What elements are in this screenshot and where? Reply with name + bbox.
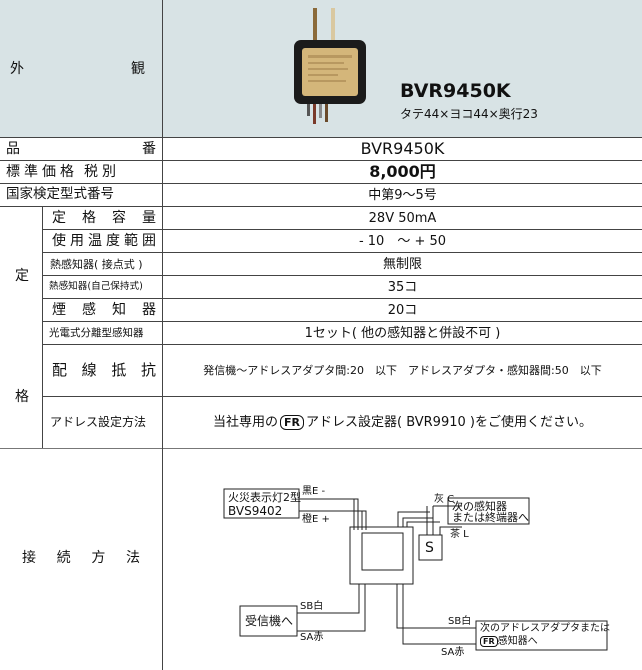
wire-orange-label: 橙E + bbox=[302, 514, 330, 525]
price-label-char-4: 格 bbox=[60, 164, 74, 180]
s-box-label: S bbox=[425, 540, 434, 556]
spec-group-label-char-2: 格 bbox=[15, 389, 29, 405]
connection-label-char-1: 接 bbox=[22, 550, 36, 566]
price-label-char-2: 準 bbox=[24, 164, 38, 180]
sa-red-right-label: SA赤 bbox=[441, 647, 465, 658]
spec-label-smoke-char-4: 器 bbox=[142, 302, 156, 318]
spec-label-smoke-char-1: 煙 bbox=[52, 302, 66, 318]
hinban-label: 品 番 bbox=[6, 142, 156, 156]
spec-label-smoke: 煙 感 知 器 bbox=[52, 303, 156, 317]
hinban-label-char-2: 番 bbox=[142, 141, 156, 157]
spec-label-address: アドレス設定方法 bbox=[50, 415, 147, 429]
next-sensor-label-2: または終端器へ bbox=[452, 511, 529, 524]
spec-label-wiring-char-4: 抗 bbox=[140, 361, 156, 379]
spec-value-rated-capacity: 28V 50mA bbox=[368, 211, 437, 226]
price-label-char-3: 価 bbox=[42, 164, 56, 180]
spec-label-rated-capacity: 定 格 容 量 bbox=[52, 211, 156, 225]
connection-label-char-4: 法 bbox=[125, 550, 140, 566]
spec-label-rated-capacity-char-1: 定 bbox=[52, 210, 66, 226]
fr-badge: FR bbox=[280, 415, 305, 430]
spec-label-temp-range-char-4: 度 bbox=[106, 233, 120, 249]
spec-value-heat-selfhold: 35コ bbox=[387, 280, 418, 295]
spec-label-smoke-char-2: 感 bbox=[82, 302, 96, 318]
spec-value-address-suffix: アドレス設定器( BVR9910 )をご使用ください。 bbox=[306, 415, 592, 430]
spec-label-smoke-char-3: 知 bbox=[112, 302, 126, 318]
appearance-label-char-2: 観 bbox=[131, 61, 145, 77]
connection-label-char-2: 続 bbox=[56, 550, 71, 566]
spec-label-rated-capacity-char-4: 量 bbox=[142, 210, 156, 226]
spec-value-smoke: 20コ bbox=[387, 303, 418, 318]
spec-value-photoelectric: 1セット( 他の感知器と併設不可 ) bbox=[304, 326, 501, 341]
spec-value-heat-contact: 無制限 bbox=[382, 257, 422, 272]
spec-label-temp-range-char-5: 範 bbox=[124, 233, 138, 249]
price-label-char-1: 標 bbox=[6, 164, 20, 180]
hinban-value: BVR9450K bbox=[360, 139, 445, 158]
wire-brown-label: 茶 L bbox=[450, 529, 469, 540]
price-label-char-5: 税 bbox=[84, 164, 98, 180]
connection-label-char-3: 方 bbox=[91, 550, 106, 566]
spec-value-wiring: 発信機～アドレスアダプタ間:20 以下 アドレスアダプタ・感知器間:50 以下 bbox=[203, 364, 602, 377]
product-photo bbox=[286, 8, 386, 133]
fire-display-label-2: BVS9402 bbox=[228, 504, 283, 518]
product-dimensions: タテ44×ヨコ44×奥行23 bbox=[400, 107, 538, 121]
next-adapter-label-2-text: 感知器へ bbox=[497, 636, 538, 647]
kentei-label: 国家検定型式番号 bbox=[6, 186, 114, 202]
kentei-value: 中第9～5号 bbox=[368, 188, 437, 203]
sb-white-right-label: SB白 bbox=[448, 616, 472, 627]
spec-label-heat-contact: 熱感知器( 接点式 ) bbox=[50, 258, 143, 271]
connection-label-bg bbox=[0, 449, 162, 670]
sa-red-left-label: SA赤 bbox=[300, 632, 324, 643]
next-sensor-label-1: 次の感知器 bbox=[452, 500, 507, 513]
fire-display-label-1: 火災表示灯2型 bbox=[228, 491, 301, 504]
spec-label-photoelectric: 光電式分離型感知器 bbox=[49, 327, 144, 339]
appearance-label-bg bbox=[0, 0, 162, 137]
product-name: BVR9450K bbox=[400, 80, 511, 102]
spec-label-temp-range-char-6: 囲 bbox=[142, 233, 156, 249]
wire-black-label: 黒E - bbox=[302, 486, 326, 497]
spec-label-rated-capacity-char-2: 格 bbox=[82, 210, 96, 226]
spec-label-temp-range-char-2: 用 bbox=[70, 233, 84, 249]
next-adapter-label-1: 次のアドレスアダプタまたは bbox=[480, 623, 610, 634]
spec-label-rated-capacity-char-3: 容 bbox=[112, 210, 126, 226]
spec-label-temp-range-char-1: 使 bbox=[52, 233, 66, 249]
spec-label-temp-range: 使 用 温 度 範 囲 bbox=[52, 234, 156, 248]
hinban-label-char-1: 品 bbox=[6, 141, 20, 157]
wire-gray-label: 灰 C bbox=[434, 494, 455, 505]
spec-value-temp-range: - 10 ～ + 50 bbox=[358, 234, 447, 249]
price-label-char-6: 別 bbox=[102, 164, 116, 180]
sb-white-left-label: SB白 bbox=[300, 601, 324, 612]
spec-group-label-char-1: 定 bbox=[15, 268, 29, 284]
spec-label-wiring: 配 線 抵 抗 bbox=[52, 363, 156, 378]
spec-label-temp-range-char-3: 温 bbox=[88, 233, 102, 249]
appearance-image-bg bbox=[163, 0, 642, 137]
spec-label-heat-selfhold: 熱感知器(自己保持式) bbox=[49, 281, 143, 292]
receiver-label: 受信機へ bbox=[245, 614, 294, 628]
fr-badge-small: FR bbox=[480, 636, 498, 647]
spec-label-wiring-char-3: 抵 bbox=[111, 361, 127, 379]
appearance-label: 外 観 bbox=[10, 62, 145, 76]
spec-value-address-prefix: 当社専用の bbox=[213, 415, 279, 430]
price-label: 標準価格税別 bbox=[6, 165, 156, 179]
connection-label: 接 続 方 法 bbox=[22, 551, 140, 565]
price-value: 8,000円 bbox=[369, 162, 436, 181]
appearance-label-char-1: 外 bbox=[10, 61, 24, 77]
spec-label-wiring-char-2: 線 bbox=[81, 361, 97, 379]
spec-label-wiring-char-1: 配 bbox=[52, 361, 68, 379]
